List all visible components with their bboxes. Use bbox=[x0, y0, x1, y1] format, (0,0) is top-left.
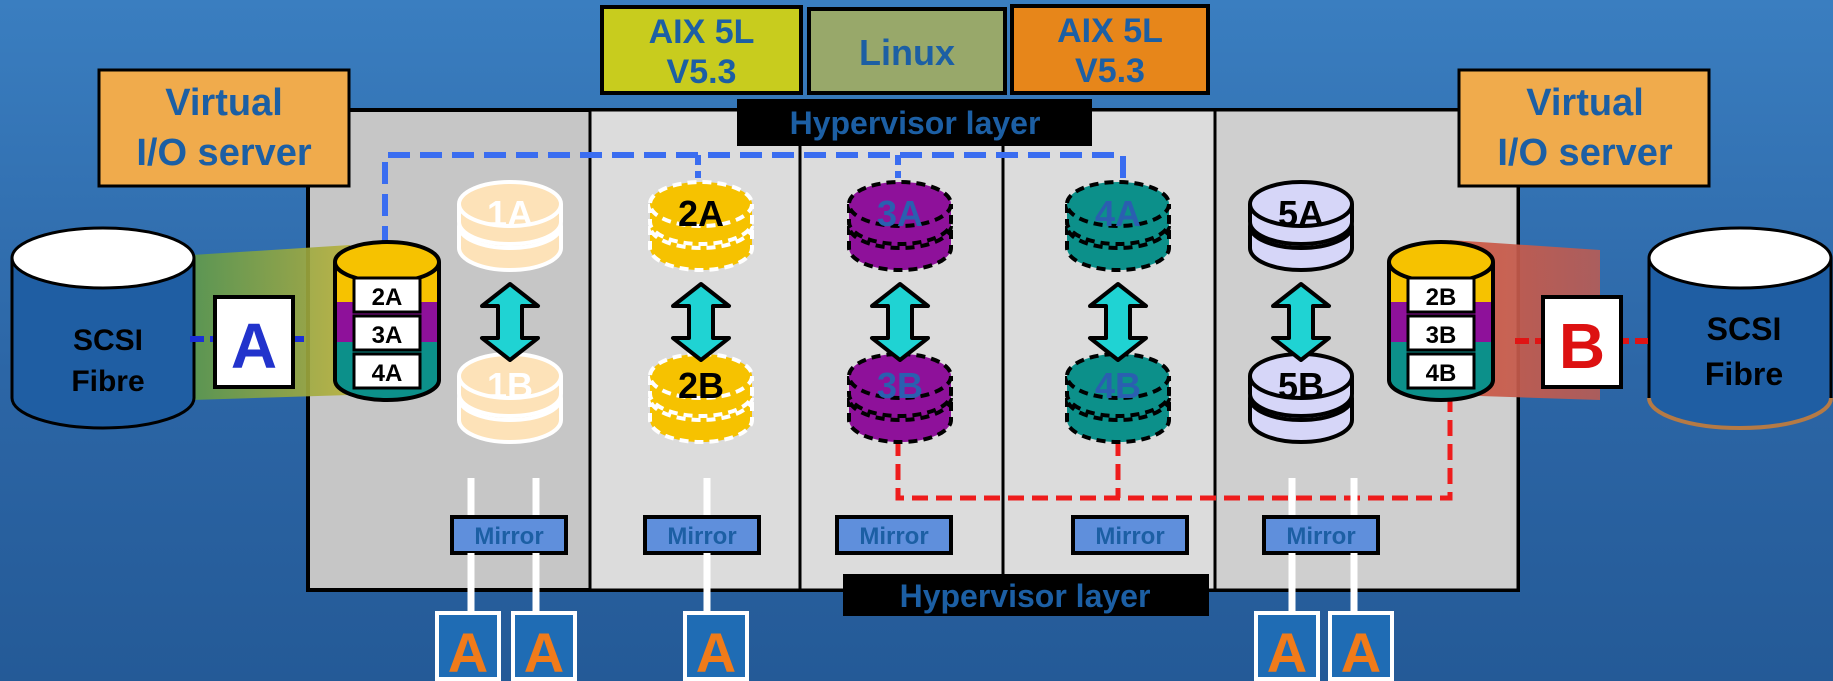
adapter-a-box bbox=[213, 295, 295, 389]
hypervisor-top-box bbox=[737, 99, 1092, 146]
os-box-1 bbox=[600, 5, 803, 95]
mirror-2-box bbox=[643, 515, 761, 555]
disk-5b: 5B bbox=[1248, 352, 1354, 444]
vios-left-disk-stack: 2A 3A 4A bbox=[333, 240, 441, 402]
os-box-3-line1: AIX 5L bbox=[1057, 12, 1163, 50]
vios-left-line2: I/O server bbox=[136, 132, 312, 174]
mirror-5-label: Mirror bbox=[1286, 523, 1355, 550]
storage-left: SCSI Fibre bbox=[10, 226, 196, 430]
storage-right-line1: SCSI bbox=[1707, 311, 1782, 347]
disk-5b-label: 5B bbox=[1278, 365, 1324, 406]
disk-2a-label: 2A bbox=[678, 193, 724, 234]
vios-right-stack-slot-3-label: 4B bbox=[1426, 360, 1457, 387]
bottom-adapter-3 bbox=[683, 611, 749, 681]
vios-right-line1: Virtual bbox=[1526, 82, 1644, 124]
vios-left-stack-slot-2-label: 3A bbox=[372, 322, 403, 349]
disk-1a: 1A bbox=[457, 180, 563, 272]
vios-right-disk-stack: 2B 3B 4B bbox=[1387, 240, 1495, 402]
disk-3a-label: 3A bbox=[877, 193, 923, 234]
mirror-arrow-5 bbox=[1271, 282, 1331, 362]
mirror-1-box bbox=[450, 515, 568, 555]
mirror-4-box bbox=[1071, 515, 1189, 555]
mirror-arrow-2 bbox=[671, 282, 731, 362]
disk-3a: 3A bbox=[847, 180, 953, 272]
hypervisor-top-label: Hypervisor layer bbox=[790, 105, 1041, 141]
disk-2a: 2A bbox=[648, 180, 754, 272]
disk-4a: 4A bbox=[1065, 180, 1171, 272]
storage-right: SCSI Fibre bbox=[1647, 226, 1833, 430]
mirror-3-box bbox=[835, 515, 953, 555]
bottom-adapter-2 bbox=[511, 611, 577, 681]
red-dashed-path bbox=[895, 398, 1453, 501]
os-box-1-line2: V5.3 bbox=[667, 53, 737, 91]
bottom-adapter-5-label: A bbox=[1341, 621, 1381, 681]
storage-left-line2: Fibre bbox=[71, 365, 144, 398]
disk-4b-label: 4B bbox=[1095, 365, 1141, 406]
vios-left-stack-slot-1-label: 2A bbox=[372, 284, 403, 311]
mirror-arrow-3 bbox=[870, 282, 930, 362]
hypervisor-bottom-box bbox=[843, 574, 1209, 616]
mirror-2-label: Mirror bbox=[667, 523, 736, 550]
os-box-2 bbox=[807, 7, 1007, 95]
vios-right-stack-slot-1-label: 2B bbox=[1426, 284, 1457, 311]
vios-left-stack-slot-3-label: 4A bbox=[372, 360, 403, 387]
vios-right-stack-slot-2-label: 3B bbox=[1426, 322, 1457, 349]
bottom-adapter-1-label: A bbox=[448, 621, 488, 681]
disk-3b-label: 3B bbox=[877, 365, 923, 406]
bottom-adapter-1 bbox=[435, 611, 501, 681]
storage-left-line1: SCSI bbox=[73, 324, 143, 357]
mirror-arrow-1 bbox=[480, 282, 540, 362]
hypervisor-bottom-label: Hypervisor layer bbox=[900, 578, 1151, 614]
mirror-5-box bbox=[1262, 515, 1380, 555]
vios-left-label: Virtual I/O server bbox=[97, 68, 351, 188]
adapter-b-box bbox=[1541, 295, 1623, 389]
vios-left-line1: Virtual bbox=[165, 82, 283, 124]
blue-dashed-path bbox=[382, 152, 1126, 248]
mirror-arrow-4 bbox=[1088, 282, 1148, 362]
disk-1b: 1B bbox=[457, 352, 563, 444]
disk-1b-label: 1B bbox=[487, 365, 533, 406]
vios-right-stack-slot-3 bbox=[1406, 352, 1476, 390]
os-box-2-line1: Linux bbox=[859, 32, 955, 73]
bottom-adapter-4-label: A bbox=[1267, 621, 1307, 681]
os-box-1-line1: AIX 5L bbox=[649, 13, 755, 51]
disk-1a-label: 1A bbox=[487, 193, 533, 234]
adapter-b-label: B bbox=[1559, 310, 1605, 382]
disk-3b: 3B bbox=[847, 352, 953, 444]
partition-disks: 1A 1B 2A 2B 3A 3B 4A 4B 5A 5B bbox=[457, 180, 1354, 444]
vios-left-stack-slot-3 bbox=[352, 352, 422, 390]
vios-left-stack-slot-1 bbox=[352, 276, 422, 314]
bottom-adapter-2-label: A bbox=[524, 621, 564, 681]
vios-right-stack-slot-1 bbox=[1406, 276, 1476, 314]
adapter-a-label: A bbox=[231, 310, 277, 382]
vios-right-label: Virtual I/O server bbox=[1457, 68, 1711, 188]
disk-4b: 4B bbox=[1065, 352, 1171, 444]
vios-right-stack-slot-2 bbox=[1406, 314, 1476, 352]
disk-2b-label: 2B bbox=[678, 365, 724, 406]
disk-2b: 2B bbox=[648, 352, 754, 444]
mirror-3-label: Mirror bbox=[859, 523, 928, 550]
vios-right-line2: I/O server bbox=[1497, 132, 1673, 174]
os-box-3 bbox=[1010, 4, 1210, 95]
disk-5a-label: 5A bbox=[1278, 193, 1324, 234]
bottom-adapter-4 bbox=[1254, 611, 1320, 681]
mirror-1-label: Mirror bbox=[474, 523, 543, 550]
bottom-adapter-3-label: A bbox=[696, 621, 736, 681]
os-box-3-line2: V5.3 bbox=[1075, 52, 1145, 90]
storage-right-line2: Fibre bbox=[1705, 356, 1783, 392]
bottom-adapter-5 bbox=[1328, 611, 1394, 681]
mirror-4-label: Mirror bbox=[1095, 523, 1164, 550]
disk-4a-label: 4A bbox=[1095, 193, 1141, 234]
vios-left-stack-slot-2 bbox=[352, 314, 422, 352]
disk-5a: 5A bbox=[1248, 180, 1354, 272]
